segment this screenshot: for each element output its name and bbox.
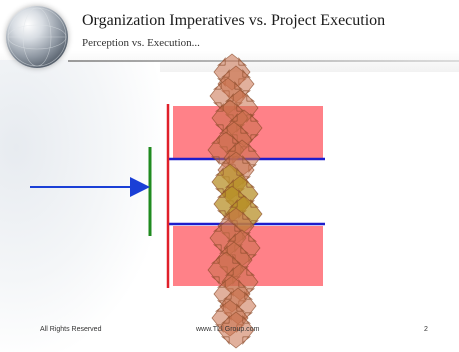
arrow-stack [207, 53, 263, 349]
slide-title: Organization Imperatives vs. Project Exe… [82, 12, 386, 29]
cross-arrow-icon [217, 311, 255, 349]
background-swoosh [0, 60, 160, 352]
globe-grid [7, 7, 67, 67]
globe-icon [6, 6, 68, 68]
slide-subtitle: Perception vs. Execution... [82, 37, 200, 49]
footer-rights: All Rights Reserved [40, 326, 102, 333]
header-rule [68, 60, 459, 62]
footer-website: www.TLI Group.com [196, 326, 260, 333]
footer-page-number: 2 [424, 326, 428, 333]
